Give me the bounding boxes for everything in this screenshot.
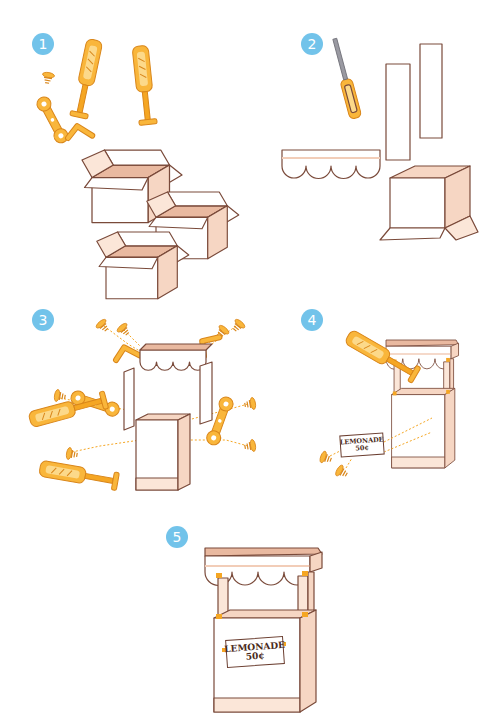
- step4-sign-mount: [319, 328, 459, 479]
- step5-finished-stand: [205, 548, 322, 712]
- step-number: 5: [166, 526, 188, 548]
- step-number-text: 2: [308, 37, 317, 51]
- step-number-text: 3: [39, 313, 48, 327]
- sign-text: LEMONADE 50¢: [340, 437, 385, 454]
- step1-parts: [35, 38, 239, 299]
- step-number: 4: [301, 309, 323, 331]
- step-number: 3: [32, 309, 54, 331]
- step-number-text: 5: [173, 530, 182, 544]
- step2-parts: [282, 37, 478, 240]
- step-number: 2: [301, 33, 323, 55]
- step3-exploded: [28, 318, 257, 491]
- sign-text: LEMONADE 50¢: [224, 640, 286, 663]
- step-number: 1: [32, 33, 54, 55]
- step-number-text: 4: [308, 313, 317, 327]
- step-number-text: 1: [39, 37, 48, 51]
- lemonade-sign: LEMONADE 50¢: [225, 636, 285, 668]
- lemonade-sign: LEMONADE 50¢: [339, 432, 384, 457]
